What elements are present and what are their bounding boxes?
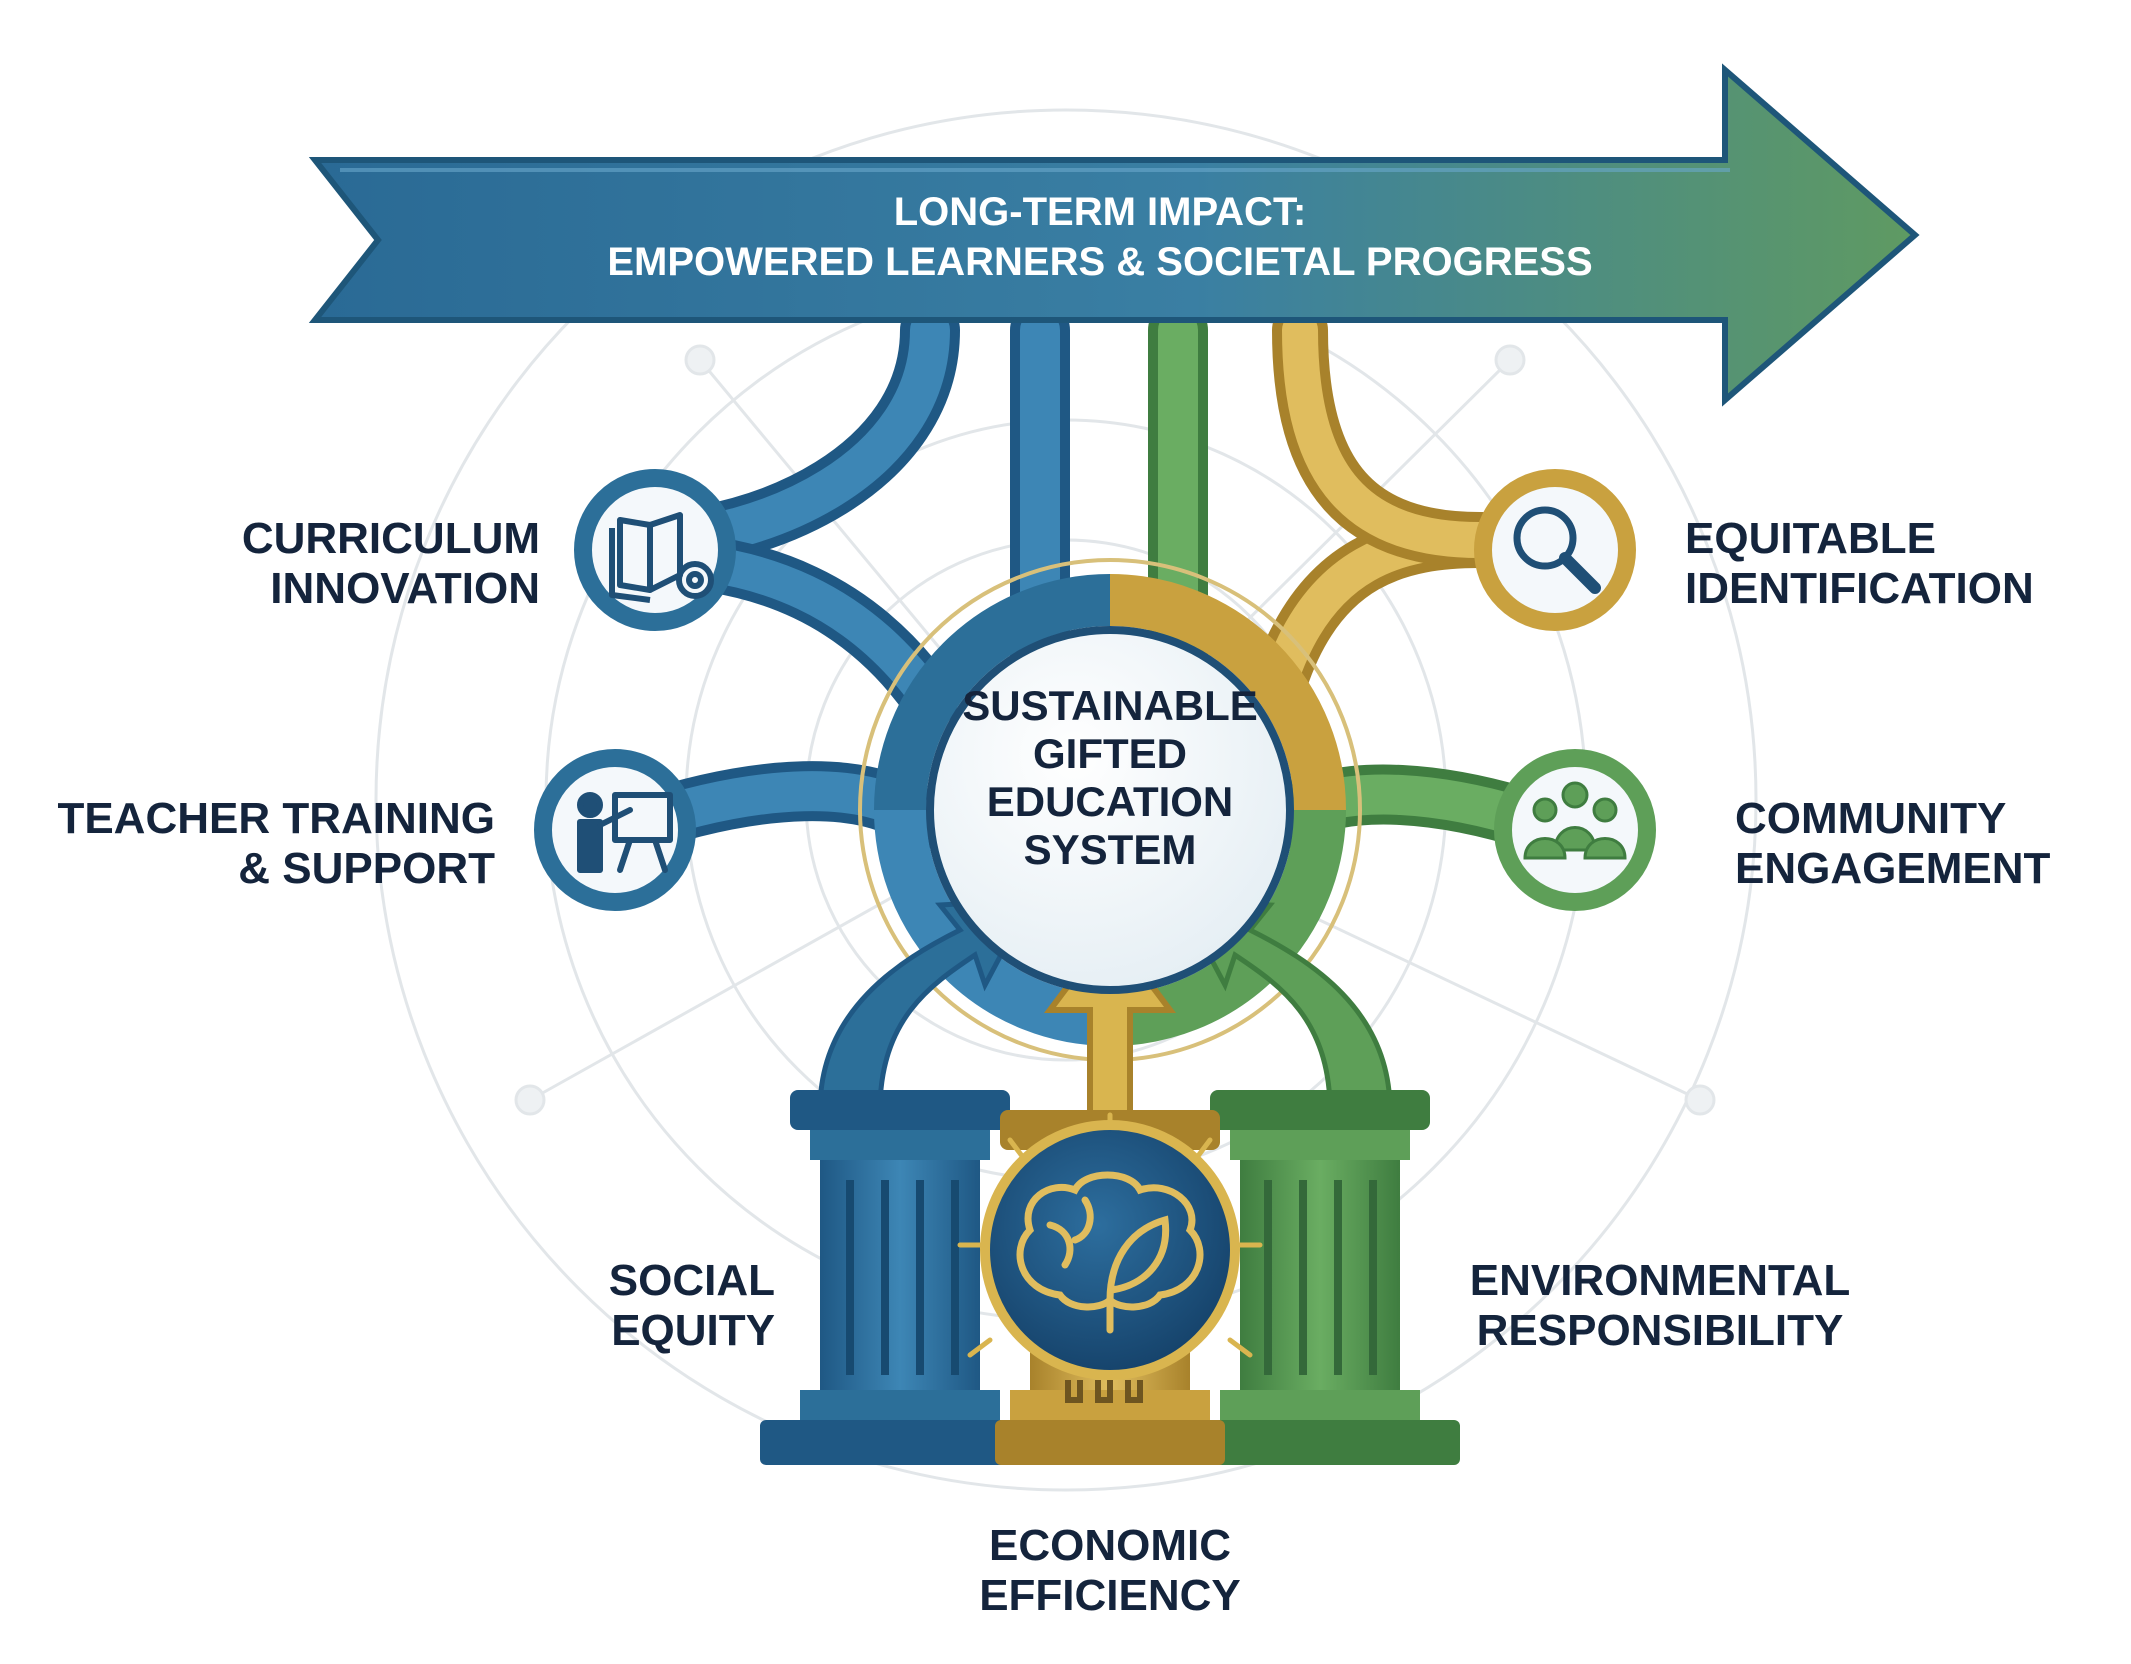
teacher-label-2: & SUPPORT: [238, 844, 495, 893]
people-group-icon: [1523, 781, 1627, 860]
curriculum-label-1: CURRICULUM: [242, 514, 540, 563]
identification-label-2: IDENTIFICATION: [1685, 564, 2034, 613]
center-line-3: EDUCATION: [987, 778, 1234, 825]
community-node: [1494, 749, 1656, 911]
pillar-social: [760, 1090, 1010, 1465]
center-line-2: GIFTED: [1033, 730, 1187, 777]
book-gear-icon: [609, 512, 714, 603]
banner-line-2: EMPOWERED LEARNERS & SOCIETAL PROGRESS: [607, 240, 1592, 284]
magnifier-icon: [1513, 506, 1601, 594]
social-equity-label-1: SOCIAL: [609, 1256, 775, 1305]
community-label-2: ENGAGEMENT: [1735, 844, 2050, 893]
environmental-label-2: RESPONSIBILITY: [1477, 1306, 1844, 1355]
center-line-4: SYSTEM: [1024, 826, 1197, 873]
teacher-board-icon: [577, 792, 673, 873]
social-equity-label-2: EQUITY: [611, 1306, 775, 1355]
economic-efficiency-label-1: ECONOMIC: [989, 1521, 1231, 1570]
banner-line-1: LONG-TERM IMPACT:: [894, 190, 1307, 234]
economic-efficiency-label-2: EFFICIENCY: [979, 1571, 1241, 1620]
identification-label-1: EQUITABLE: [1685, 514, 1936, 563]
community-label-1: COMMUNITY: [1735, 794, 2006, 843]
brain-leaf-icon: [957, 1112, 1263, 1380]
environmental-label-1: ENVIRONMENTAL: [1470, 1256, 1851, 1305]
teacher-node: [534, 749, 696, 911]
pillar-environmental: [1210, 1090, 1460, 1465]
curriculum-node: [574, 469, 736, 631]
teacher-label-1: TEACHER TRAINING: [57, 794, 495, 843]
identification-node: [1474, 469, 1636, 631]
labels: CURRICULUM INNOVATION TEACHER TRAINING &…: [57, 514, 2050, 1620]
center-node: SUSTAINABLE GIFTED EDUCATION SYSTEM: [926, 626, 1294, 994]
impact-banner-arrow: LONG-TERM IMPACT: EMPOWERED LEARNERS & S…: [308, 63, 1920, 407]
curriculum-label-2: INNOVATION: [270, 564, 540, 613]
center-line-1: SUSTAINABLE: [962, 682, 1258, 729]
